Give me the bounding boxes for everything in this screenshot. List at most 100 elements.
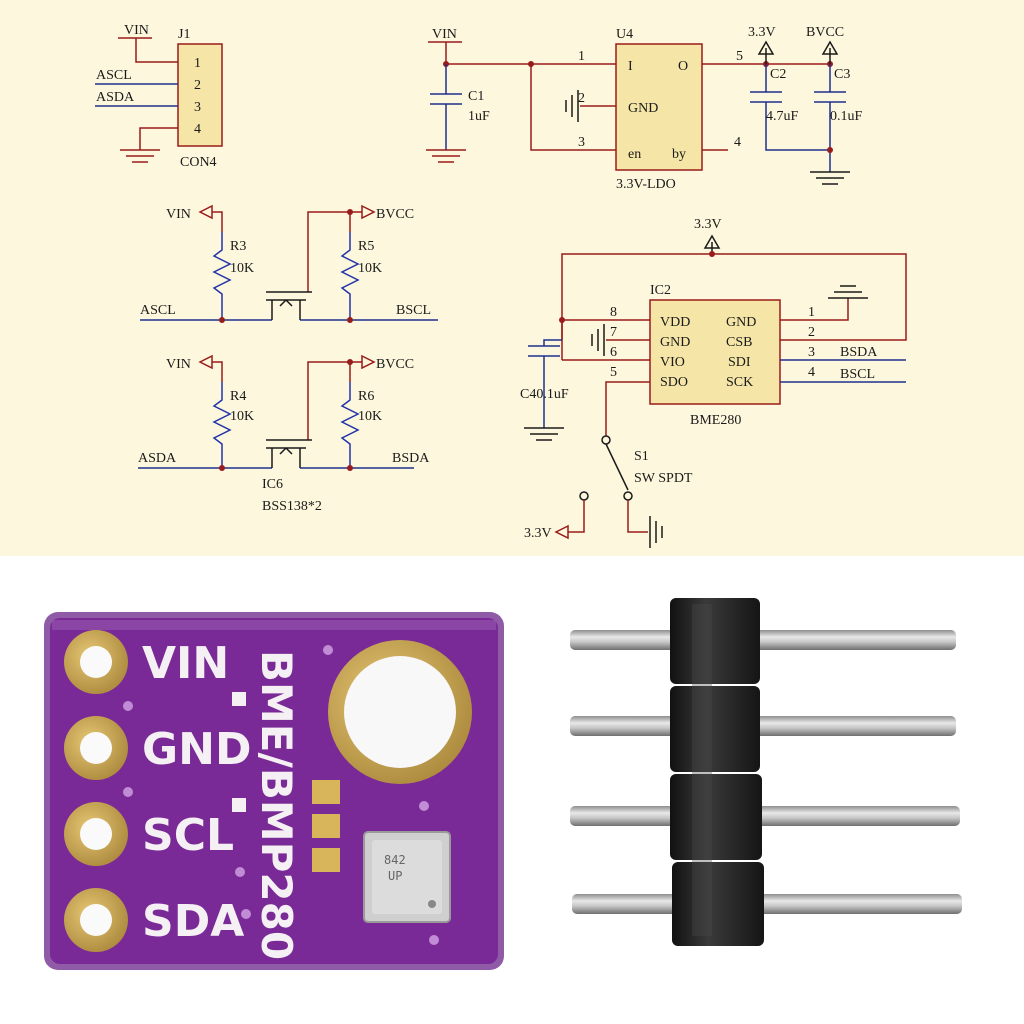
ic2-left-pin-label: GND — [660, 335, 690, 350]
sensor-section: 3.3V IC2 BME280 VDD GND VIO SDO 8 7 6 5 … — [520, 217, 907, 548]
mosfet-q2 — [266, 439, 312, 468]
c2-value: 4.7uF — [766, 109, 799, 124]
smd-pad — [312, 780, 340, 804]
junction-dot — [827, 147, 833, 153]
ic2-left-pin-label: VDD — [660, 315, 690, 330]
c4-label: C40.1uF — [520, 387, 569, 402]
ic2-right-ground-symbol — [828, 285, 868, 299]
u4-ref: U4 — [616, 27, 633, 42]
via — [241, 909, 251, 919]
switch-name: SW SPDT — [634, 471, 693, 486]
level-shifter-sda: VIN R4 10K BVCC R6 10K ASDA BSDA IC6 BSS… — [138, 354, 430, 514]
switch-3v3-label: 3.3V — [524, 526, 552, 541]
ls-asda-label: ASDA — [138, 451, 177, 466]
u4-pinnum-2: 2 — [578, 91, 585, 106]
gate-bvcc-wire — [307, 361, 351, 440]
header-pin — [572, 894, 962, 914]
ic2-right-pin-num: 1 — [808, 305, 815, 320]
j1-asda-label: ASDA — [96, 90, 135, 105]
u4-pinnum-4: 4 — [734, 135, 741, 150]
u4-pin-gnd: GND — [628, 101, 658, 116]
ic2-bscl-label: BSCL — [840, 367, 875, 382]
j1-pin-1: 1 — [194, 56, 201, 71]
r4-resistor — [212, 382, 232, 468]
junction-dot — [219, 317, 225, 323]
header-pin — [570, 806, 960, 826]
r6-ref: R6 — [358, 389, 374, 404]
c1-capacitor — [430, 64, 462, 150]
level-shifter-scl: VIN R3 10K BVCC R5 10K ASCL BSCL — [140, 204, 438, 323]
schematic-background — [0, 0, 1024, 556]
r6-value: 10K — [358, 409, 382, 424]
c3-ground-symbol — [810, 171, 850, 185]
silk-marker — [232, 798, 246, 812]
c1-ref: C1 — [468, 89, 484, 104]
junction-dot — [709, 251, 715, 257]
pad-gnd-hole — [80, 732, 112, 764]
reg-out-3v3-label: 3.3V — [748, 25, 776, 40]
r4-ref: R4 — [230, 389, 246, 404]
ic6-ref: IC6 — [262, 477, 283, 492]
ic2-ref: IC2 — [650, 283, 671, 298]
junction-dot — [347, 465, 353, 471]
pad-vin-hole — [80, 646, 112, 678]
ic2-right-pin-num: 2 — [808, 325, 815, 340]
ls-vin-label-1: VIN — [166, 207, 191, 222]
r5-value: 10K — [358, 261, 382, 276]
header-shine — [692, 604, 712, 936]
pad-scl-hole — [80, 818, 112, 850]
j1-gnd-wire — [139, 127, 178, 150]
header-block — [670, 774, 762, 860]
u4-pinnum-3: 3 — [578, 135, 585, 150]
c2-capacitor — [750, 64, 830, 151]
j1-vin-label: VIN — [124, 23, 149, 38]
ic2-sdo-wire — [605, 381, 650, 436]
header-block — [672, 862, 764, 946]
c4-ground-symbol — [524, 427, 564, 441]
power-arrow-3v3 — [757, 40, 775, 64]
pin-header-photo — [570, 598, 962, 946]
schematic-diagram: J1 CON4 1 2 3 4 VIN ASCL ASDA U4 3.3V-LD… — [0, 0, 1024, 556]
ic6-name: BSS138*2 — [262, 499, 322, 514]
u4-body — [615, 43, 703, 171]
ic2-right-pin-num: 3 — [808, 345, 815, 360]
switch-gnd-wire — [627, 500, 648, 533]
mosfet-q1 — [266, 291, 312, 320]
ls-vin-label-2: VIN — [166, 357, 191, 372]
pin-label-vin: VIN — [142, 638, 229, 689]
c1-value: 1uF — [468, 109, 490, 124]
c3-capacitor — [814, 64, 846, 172]
junction-dot — [219, 465, 225, 471]
ic2-ground-symbol — [591, 324, 605, 356]
bme280-port — [428, 900, 436, 908]
u4-pin-by: by — [672, 147, 686, 162]
via — [429, 935, 439, 945]
header-block — [670, 686, 760, 772]
c2-ref: C2 — [770, 67, 786, 82]
ls-ascl-label: ASCL — [140, 303, 176, 318]
ls-bvcc-label-1: BVCC — [376, 207, 414, 222]
j1-vin-wire — [118, 37, 178, 63]
c3-value: 0.1uF — [830, 109, 863, 124]
bvcc-arrow — [350, 354, 376, 370]
board-title: BME/BMP280 — [252, 650, 301, 960]
pin-label-gnd: GND — [142, 724, 251, 775]
c4-capacitor — [528, 339, 562, 428]
ic2-right-pin-label: GND — [726, 315, 756, 330]
r4-value: 10K — [230, 409, 254, 424]
r3-resistor — [212, 232, 232, 320]
r6-resistor — [340, 382, 360, 468]
j1-pin-3: 3 — [194, 100, 201, 115]
ic2-left-pin-label: VIO — [660, 355, 685, 370]
j1-ref: J1 — [178, 27, 190, 42]
bvcc-arrow — [350, 204, 376, 220]
via — [419, 801, 429, 811]
ic2-right-pin-label: SCK — [726, 375, 753, 390]
reg-vin-label: VIN — [432, 27, 457, 42]
c3-ref: C3 — [834, 67, 850, 82]
smd-pad — [312, 814, 340, 838]
pin-label-sda: SDA — [142, 896, 244, 947]
pad-sda-hole — [80, 904, 112, 936]
u4-pinnum-5: 5 — [736, 49, 743, 64]
